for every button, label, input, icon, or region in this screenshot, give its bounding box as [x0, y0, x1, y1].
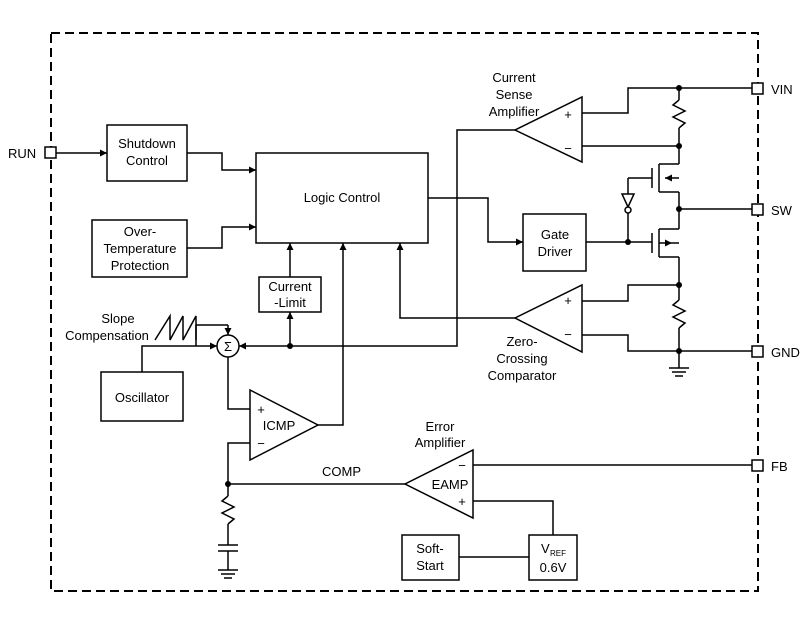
svg-text:−: −: [564, 141, 572, 156]
comp-label: COMP: [322, 464, 361, 479]
svg-text:V: V: [541, 541, 550, 556]
svg-text:-Limit: -Limit: [274, 295, 306, 310]
logic-control-block: Logic Control: [255, 152, 429, 244]
svg-text:+: +: [257, 402, 265, 417]
shutdown-control-block: Shutdown Control: [106, 124, 188, 182]
current-sense-amplifier: + − Current Sense Amplifier: [489, 70, 583, 164]
pin-run: RUN: [8, 146, 57, 161]
svg-text:Protection: Protection: [111, 258, 170, 273]
wires: [56, 85, 752, 579]
error-amplifier: − + EAMP Error Amplifier: [403, 419, 474, 520]
svg-text:ICMP: ICMP: [263, 418, 296, 433]
svg-text:Soft-: Soft-: [416, 541, 443, 556]
svg-text:Crossing: Crossing: [496, 351, 547, 366]
slope-compensation-label: Slope: [101, 311, 134, 326]
svg-text:Driver: Driver: [538, 244, 573, 259]
sawtooth-icon: [154, 313, 197, 341]
svg-text:Temperature: Temperature: [104, 241, 177, 256]
svg-text:+: +: [458, 494, 466, 509]
ic-boundary: [50, 32, 759, 592]
pin-sw: SW: [751, 203, 793, 218]
pin-fb-label: FB: [771, 459, 788, 474]
svg-text:Sense: Sense: [496, 87, 533, 102]
svg-text:Amplifier: Amplifier: [489, 104, 540, 119]
pin-fb: FB: [751, 459, 788, 474]
summing-junction: Σ: [216, 334, 240, 358]
svg-text:Σ: Σ: [224, 339, 232, 354]
svg-text:Current: Current: [268, 279, 312, 294]
icmp-comparator: + − ICMP: [249, 388, 320, 462]
svg-text:−: −: [257, 436, 265, 451]
pin-run-label: RUN: [8, 146, 36, 161]
gate-driver-block: Gate Driver: [522, 213, 587, 272]
svg-text:Shutdown: Shutdown: [118, 136, 176, 151]
svg-text:−: −: [458, 458, 466, 473]
pin-gnd: GND: [751, 345, 800, 360]
svg-text:Zero-: Zero-: [506, 334, 537, 349]
vref-block: V REF 0.6V: [528, 534, 578, 581]
zero-crossing-comparator: + − Zero- Crossing Comparator: [488, 283, 583, 383]
svg-text:Comparator: Comparator: [488, 368, 557, 383]
svg-text:Current: Current: [492, 70, 536, 85]
pin-gnd-label: GND: [771, 345, 800, 360]
soft-start-block: Soft- Start: [401, 534, 460, 581]
svg-text:REF: REF: [550, 549, 566, 558]
pin-vin-label: VIN: [771, 82, 793, 97]
oscillator-block: Oscillator: [100, 371, 184, 422]
svg-text:−: −: [564, 327, 572, 342]
svg-text:+: +: [564, 107, 572, 122]
current-limit-block: Current -Limit: [258, 276, 322, 313]
svg-text:EAMP: EAMP: [432, 477, 469, 492]
svg-text:Logic Control: Logic Control: [304, 190, 381, 205]
pin-sw-label: SW: [771, 203, 793, 218]
svg-text:Amplifier: Amplifier: [415, 435, 466, 450]
over-temperature-block: Over- Temperature Protection: [91, 219, 188, 278]
svg-text:0.6V: 0.6V: [540, 560, 567, 575]
svg-text:Error: Error: [426, 419, 456, 434]
svg-text:Gate: Gate: [541, 227, 569, 242]
svg-text:Over-: Over-: [124, 224, 157, 239]
svg-text:Oscillator: Oscillator: [115, 390, 170, 405]
pin-vin: VIN: [751, 82, 793, 97]
svg-text:Control: Control: [126, 153, 168, 168]
svg-text:+: +: [564, 293, 572, 308]
svg-text:Start: Start: [416, 558, 444, 573]
slope-compensation-label-2: Compensation: [65, 328, 149, 343]
